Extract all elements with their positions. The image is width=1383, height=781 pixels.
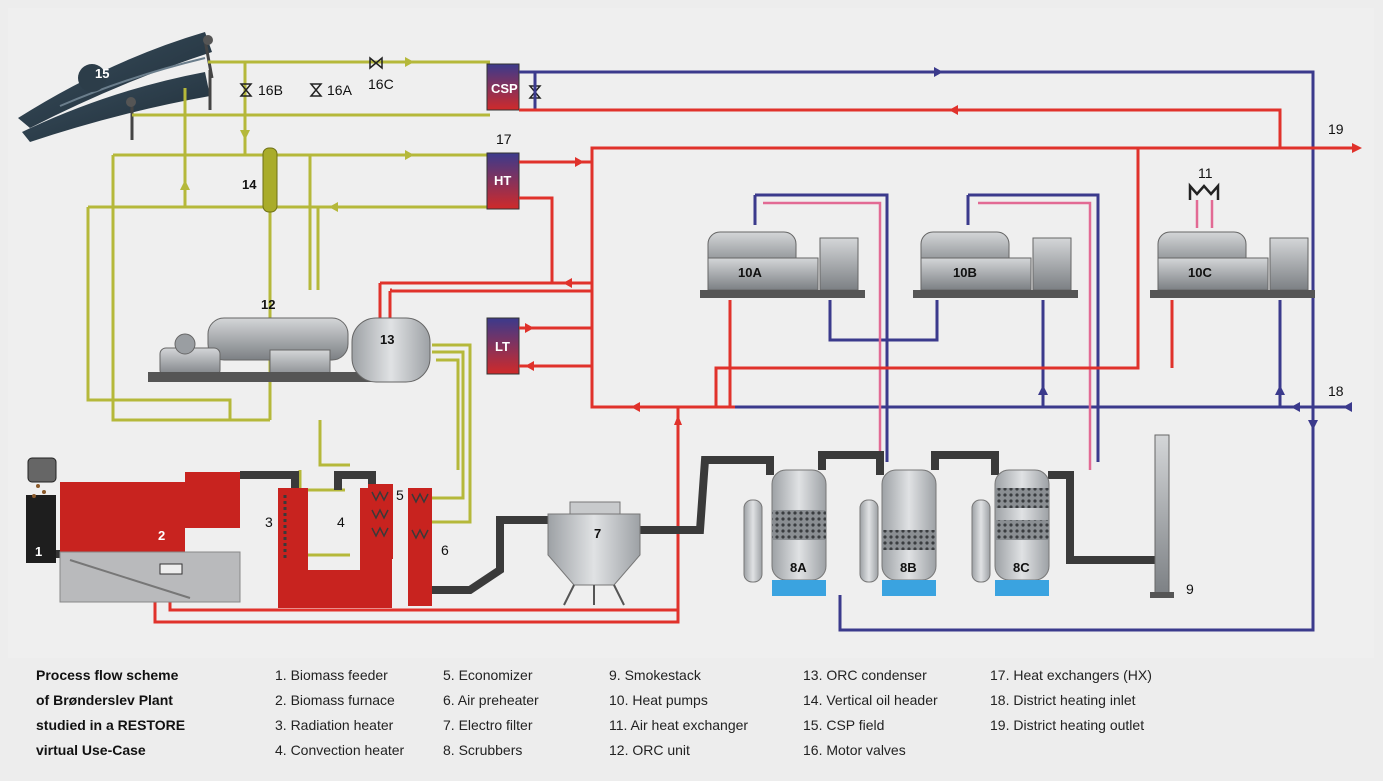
legend-item: 7. Electro filter (443, 717, 533, 733)
biomass-furnace (59, 472, 241, 603)
heat-pump-10c (1150, 231, 1315, 298)
legend-item: 14. Vertical oil header (803, 692, 938, 708)
legend-item: 11. Air heat exchanger (609, 717, 749, 733)
label-8c: 8C (1013, 560, 1030, 575)
economizer (408, 488, 432, 606)
label-12: 12 (261, 297, 275, 312)
hot-flow-arrows (525, 105, 1362, 425)
orc-unit (148, 317, 378, 382)
vertical-oil-header (262, 147, 278, 213)
label-10b: 10B (953, 265, 977, 280)
legend-item: 5. Economizer (443, 667, 533, 683)
label-16a: 16A (327, 82, 353, 98)
label-8b: 8B (900, 560, 917, 575)
legend-item: 1. Biomass feeder (275, 667, 388, 683)
cold-flow-arrows (934, 67, 1318, 430)
hx-lt-label: LT (495, 339, 510, 354)
hx-csp-label: CSP (491, 81, 518, 96)
scrubber-8b (859, 469, 937, 596)
legend-item: 13. ORC condenser (803, 667, 927, 683)
district-heating-hot-line (153, 108, 1352, 624)
caption-line: of Brønderslev Plant (36, 692, 173, 708)
legend-item: 3. Radiation heater (275, 717, 394, 733)
legend-column-2: 5. Economizer 6. Air preheater 7. Electr… (443, 663, 539, 763)
legend-item: 17. Heat exchangers (HX) (990, 667, 1152, 683)
legend-item: 16. Motor valves (803, 742, 906, 758)
label-9: 9 (1186, 581, 1194, 597)
legend-column-5: 17. Heat exchangers (HX) 18. District he… (990, 663, 1152, 738)
legend-column-3: 9. Smokestack 10. Heat pumps 11. Air hea… (609, 663, 748, 763)
label-16c: 16C (368, 76, 394, 92)
legend-item: 8. Scrubbers (443, 742, 523, 758)
legend-item: 12. ORC unit (609, 742, 690, 758)
diagram-canvas: 15 16B 16A 16C 14 CSP HT LT 17 (18, 32, 1362, 632)
motor-valves (239, 56, 542, 99)
legend-item: 18. District heating inlet (990, 692, 1136, 708)
label-14: 14 (242, 177, 257, 192)
label-15: 15 (95, 66, 109, 81)
legend-column-1: 1. Biomass feeder 2. Biomass furnace 3. … (275, 663, 404, 763)
legend-item: 10. Heat pumps (609, 692, 708, 708)
legend-item: 2. Biomass furnace (275, 692, 395, 708)
air-heat-exchanger (1188, 182, 1220, 200)
hx-lt (486, 317, 520, 375)
radiation-heater (278, 488, 392, 608)
label-19: 19 (1328, 121, 1344, 137)
caption-line: studied in a RESTORE (36, 717, 186, 733)
inlet-arrow (1343, 402, 1352, 412)
legend-item: 9. Smokestack (609, 667, 701, 683)
legend-item: 19. District heating outlet (990, 717, 1145, 733)
label-18: 18 (1328, 383, 1344, 399)
oil-flow-arrows (180, 57, 414, 212)
label-7: 7 (594, 526, 601, 541)
electro-filter (547, 501, 641, 606)
label-13: 13 (380, 332, 394, 347)
heat-pump-10b (913, 231, 1078, 298)
label-4: 4 (337, 514, 345, 530)
flue-gas-path (240, 451, 1155, 594)
hx-ht (486, 152, 520, 210)
heat-pump-pink-lines (763, 200, 1214, 470)
label-5: 5 (396, 487, 404, 503)
heat-pump-10a (700, 231, 865, 298)
label-2: 2 (158, 528, 165, 543)
hx-ht-label: HT (494, 173, 511, 188)
label-8a: 8A (790, 560, 807, 575)
convection-heater (368, 484, 393, 559)
csp-field (18, 32, 214, 142)
legend-item: 6. Air preheater (443, 692, 539, 708)
legend-item: 15. CSP field (803, 717, 885, 733)
label-16b: 16B (258, 82, 283, 98)
thermal-oil-loop (86, 60, 490, 560)
legend-caption: Process flow scheme of Brønderslev Plant… (36, 663, 236, 763)
legend-column-4: 13. ORC condenser 14. Vertical oil heade… (803, 663, 938, 763)
smokestack (1150, 434, 1174, 598)
label-6: 6 (441, 542, 449, 558)
caption-line: virtual Use-Case (36, 742, 146, 758)
label-3: 3 (265, 514, 273, 530)
legend: Process flow scheme of Brønderslev Plant… (0, 663, 1383, 773)
orc-condenser (351, 317, 431, 383)
district-heating-cold-line (519, 70, 1352, 632)
label-1: 1 (35, 544, 42, 559)
caption-line: Process flow scheme (36, 667, 179, 683)
scrubber-8a (743, 469, 827, 596)
label-17: 17 (496, 131, 512, 147)
label-10a: 10A (738, 265, 762, 280)
scrubber-8c (971, 469, 1050, 596)
legend-item: 4. Convection heater (275, 742, 405, 758)
label-11: 11 (1198, 165, 1213, 181)
hx-csp (486, 63, 520, 111)
label-10c: 10C (1188, 265, 1212, 280)
